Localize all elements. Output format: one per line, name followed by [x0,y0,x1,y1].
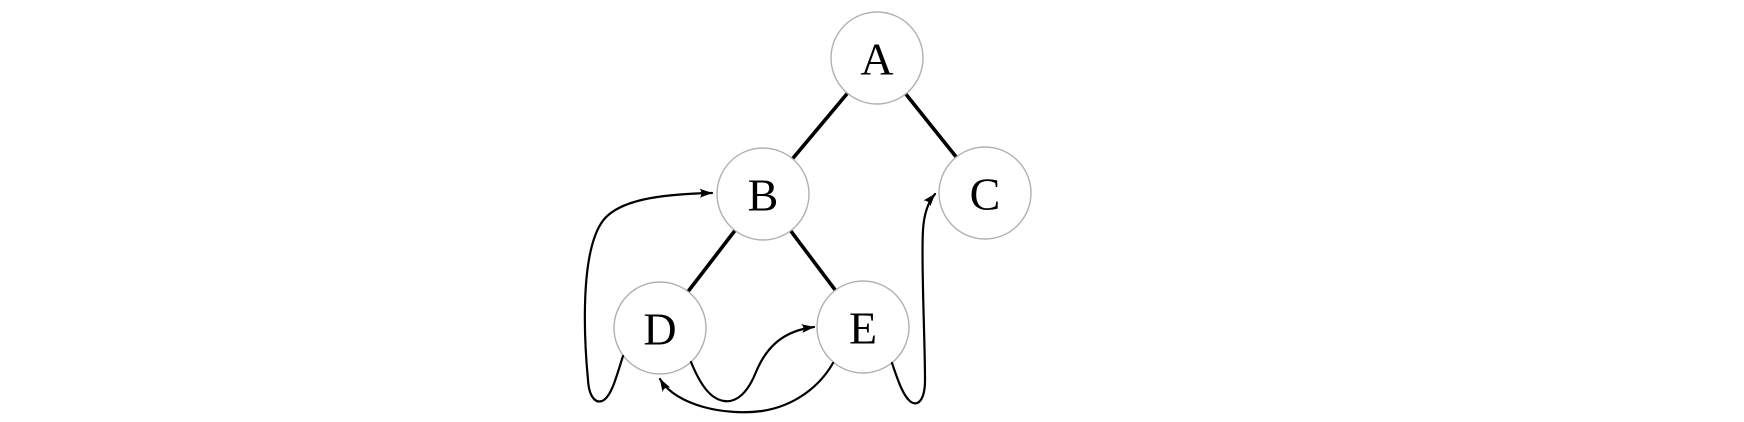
arrow-edge-D-E [689,324,816,403]
node-A: A [830,11,924,105]
node-E-label: E [849,303,877,354]
node-D-circle [613,281,707,375]
node-D: D [613,281,707,375]
node-A-label: A [860,34,893,85]
node-B-circle [716,147,810,241]
arrow-edge-E-D [658,361,835,414]
node-C-label: C [970,169,1001,220]
node-D-label: D [643,304,676,355]
node-E-circle [816,280,910,374]
node-B-label: B [748,170,779,221]
node-A-circle [830,11,924,105]
node-E: E [816,280,910,374]
node-B: B [716,147,810,241]
node-C-circle [938,146,1032,240]
arrow-edge-D-B [583,188,714,403]
arrow-edge-E-C [890,192,937,405]
node-C: C [938,146,1032,240]
